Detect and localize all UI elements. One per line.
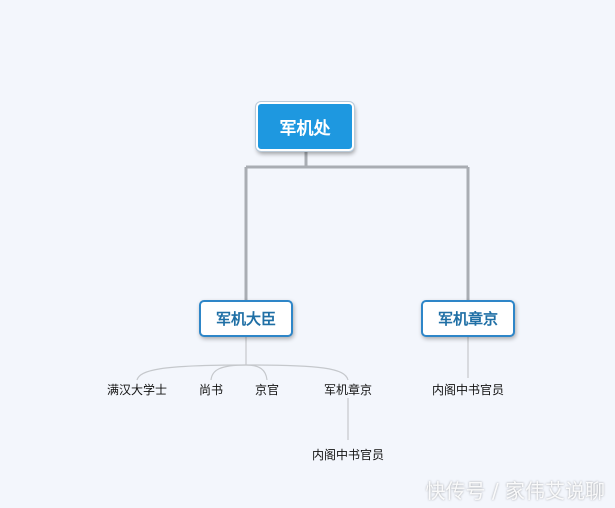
- left-curve-4: [245, 364, 349, 381]
- node-junji-zhangjing[interactable]: 军机章京: [421, 300, 515, 337]
- leaf-junji-zhangjing: 军机章京: [323, 383, 373, 397]
- left-curve-3: [245, 364, 268, 381]
- watermark-text: 快传号 / 家伟艾说聊: [425, 479, 605, 503]
- leaf-jingguan: 京官: [254, 383, 280, 397]
- root-node[interactable]: 军机处: [256, 102, 354, 151]
- leaf-neige-zhongshu-right: 内阁中书官员: [431, 383, 505, 397]
- leaf-manhan-daxueshi: 满汉大学士: [106, 383, 168, 397]
- leaf-neige-zhongshu-left: 内阁中书官员: [311, 448, 385, 462]
- left-curve-1: [136, 364, 247, 381]
- node-junji-dachen[interactable]: 军机大臣: [199, 300, 293, 337]
- left-curve-2: [210, 364, 247, 381]
- root-connector: [244, 151, 470, 300]
- leaf-shangshu: 尚书: [198, 383, 224, 397]
